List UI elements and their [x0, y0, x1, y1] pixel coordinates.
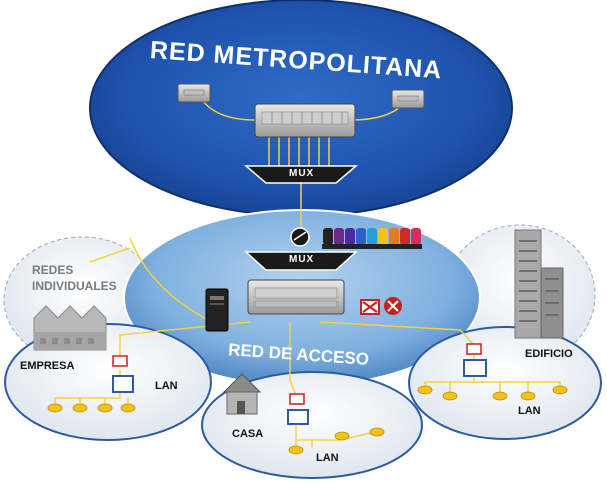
label-mux-access: MUX: [289, 254, 315, 265]
metro-switch: [254, 103, 356, 138]
casa-house: [222, 373, 262, 415]
edificio-buildings: [514, 229, 564, 339]
atm-icons: [360, 297, 402, 315]
label-redes-individuales: REDES INDIVIDUALES: [32, 263, 117, 293]
lan-edificio: [417, 343, 568, 401]
label-casa: CASA: [232, 428, 264, 440]
label-lan-empresa: LAN: [155, 380, 178, 392]
empresa-factory: [33, 305, 107, 351]
label-lan-edificio: LAN: [518, 405, 541, 417]
metro-router-left: [177, 83, 211, 103]
access-switch: [247, 279, 345, 315]
lan-empresa: [47, 355, 136, 413]
label-mux-metro: MUX: [289, 168, 315, 179]
optical-fiber-icons: [290, 227, 422, 249]
metro-router-right: [391, 89, 425, 109]
lan-casa: [287, 393, 385, 455]
mux-metro-shape: [243, 165, 359, 184]
label-empresa: EMPRESA: [20, 360, 75, 372]
label-edificio: EDIFICIO: [525, 348, 573, 360]
ellipse-edificio: [408, 326, 602, 440]
label-lan-casa: LAN: [316, 452, 339, 464]
server-tower: [205, 288, 229, 332]
mux-access-shape: [244, 251, 358, 271]
